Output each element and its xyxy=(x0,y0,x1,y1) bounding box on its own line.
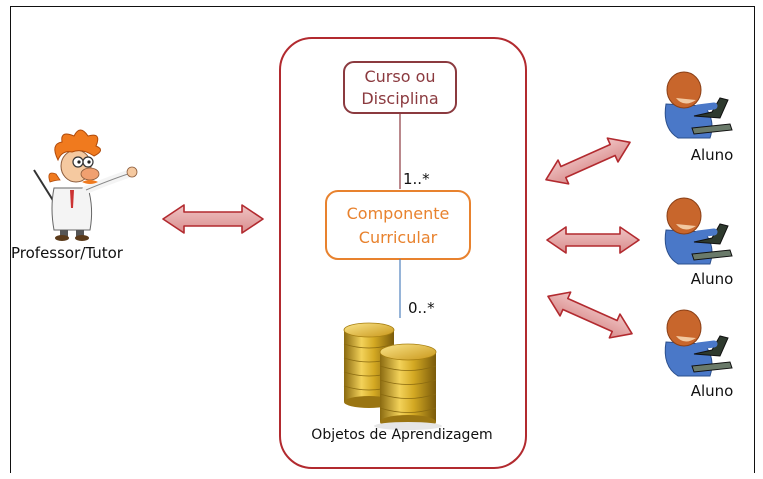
multiplicity-lower: 0..* xyxy=(408,299,435,317)
student-laptop-icon xyxy=(664,71,733,139)
professor-label: Professor/Tutor xyxy=(11,244,124,262)
bidirectional-arrow-student-1 xyxy=(545,137,631,185)
bidirectional-arrow-student-3 xyxy=(547,291,633,339)
database-coins-icon xyxy=(343,322,442,430)
professor-character-icon xyxy=(33,129,138,241)
bidirectional-arrow-student-2 xyxy=(546,226,640,254)
curso-disciplina-line1: Curso ou xyxy=(364,67,435,86)
student-laptop-icon xyxy=(664,197,733,265)
student-3-label: Aluno xyxy=(691,382,734,400)
student-2-label: Aluno xyxy=(691,270,734,288)
curso-disciplina-line2: Disciplina xyxy=(361,89,438,108)
componente-curricular-box xyxy=(325,190,471,260)
objetos-label: Objetos de Aprendizagem xyxy=(311,427,492,443)
student-laptop-icon xyxy=(664,309,733,377)
multiplicity-upper: 1..* xyxy=(403,170,430,188)
bidirectional-arrow-professor xyxy=(162,204,264,234)
componente-line2: Curricular xyxy=(359,228,438,247)
componente-line1: Componente xyxy=(347,204,450,223)
student-1-label: Aluno xyxy=(691,146,734,164)
